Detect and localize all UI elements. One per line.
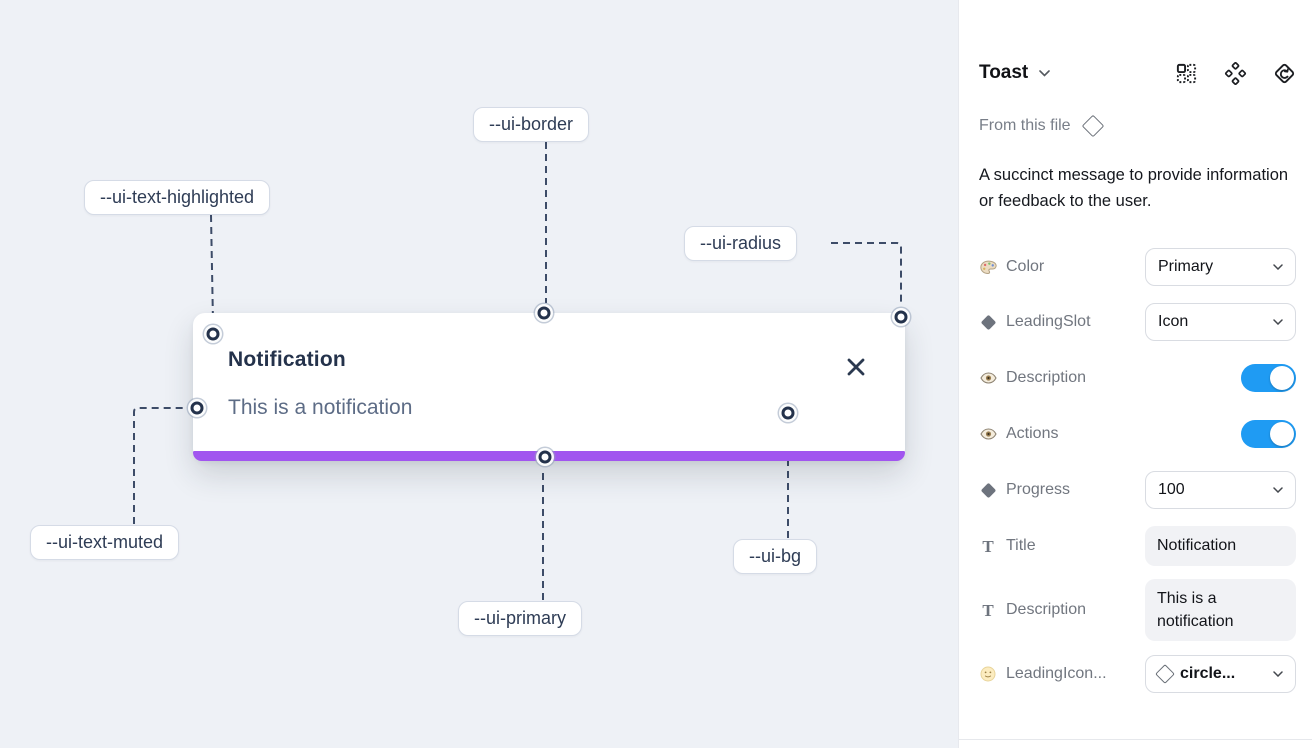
design-canvas[interactable]: Notification This is a notification --ui… bbox=[0, 0, 958, 748]
prop-label-text: Actions bbox=[1006, 425, 1059, 442]
swap-history-icon[interactable] bbox=[1273, 62, 1296, 85]
smiley-icon bbox=[979, 666, 997, 682]
prop-row-leadingslot: LeadingSlot Icon bbox=[979, 303, 1296, 341]
component-description: A succinct message to provide informatio… bbox=[979, 166, 1289, 211]
eye-icon bbox=[979, 372, 997, 384]
toast-component[interactable]: Notification This is a notification bbox=[193, 313, 905, 461]
component-icon[interactable] bbox=[1224, 61, 1247, 85]
actions-toggle[interactable] bbox=[1241, 420, 1296, 448]
toggle-knob bbox=[1270, 366, 1294, 390]
prop-label-text: LeadingSlot bbox=[1006, 313, 1091, 330]
prop-label-text: Description bbox=[1006, 601, 1087, 618]
eye-icon bbox=[979, 428, 997, 440]
prop-row-color: Color Primary bbox=[979, 248, 1296, 286]
token-pill-ui-text-highlighted[interactable]: --ui-text-highlighted bbox=[84, 180, 271, 215]
connector-point-radius[interactable] bbox=[894, 310, 908, 324]
diamond-icon bbox=[979, 482, 997, 498]
chevron-down-icon bbox=[1273, 487, 1283, 493]
toast-title: Notification bbox=[228, 348, 346, 371]
select-value: 100 bbox=[1158, 481, 1185, 498]
toggle-knob bbox=[1270, 422, 1294, 446]
close-icon[interactable] bbox=[845, 356, 867, 378]
connector-ui-text-muted bbox=[133, 407, 186, 524]
source-row: From this file bbox=[979, 114, 1104, 138]
prop-row-description-toggle: Description bbox=[979, 359, 1296, 397]
prop-label-text: LeadingIcon... bbox=[1006, 665, 1107, 682]
diamond-icon[interactable] bbox=[1081, 114, 1104, 138]
palette-icon bbox=[979, 260, 997, 275]
prop-row-leadingicon: LeadingIcon... circle... bbox=[979, 655, 1296, 693]
select-value: circle... bbox=[1180, 665, 1236, 682]
source-label: From this file bbox=[979, 117, 1071, 134]
instance-grid-icon[interactable] bbox=[1175, 62, 1198, 85]
connector-lines bbox=[133, 142, 902, 600]
select-value: Icon bbox=[1158, 313, 1189, 330]
properties-panel: Toast bbox=[958, 0, 1312, 748]
description-toggle[interactable] bbox=[1241, 364, 1296, 392]
prop-label-text: Color bbox=[1006, 258, 1045, 275]
diamond-icon bbox=[979, 314, 997, 330]
panel-header: Toast bbox=[979, 58, 1296, 88]
component-name: Toast bbox=[979, 62, 1029, 83]
token-pill-ui-radius[interactable]: --ui-radius bbox=[684, 226, 798, 261]
prop-row-progress: Progress 100 bbox=[979, 471, 1296, 509]
text-icon: T bbox=[982, 536, 994, 556]
title-field[interactable]: Notification bbox=[1145, 526, 1296, 566]
token-pill-ui-primary[interactable]: --ui-primary bbox=[458, 601, 582, 636]
token-pill-ui-text-muted[interactable]: --ui-text-muted bbox=[30, 525, 180, 560]
diamond-icon bbox=[1155, 664, 1175, 684]
leadingslot-select[interactable]: Icon bbox=[1145, 303, 1296, 341]
connector-ui-text-highlighted bbox=[210, 214, 214, 323]
color-select[interactable]: Primary bbox=[1145, 248, 1296, 286]
prop-label-text: Progress bbox=[1006, 481, 1071, 498]
connector-ui-radius bbox=[831, 242, 902, 306]
prop-row-actions-toggle: Actions bbox=[979, 415, 1296, 453]
prop-label-text: Description bbox=[1006, 369, 1087, 386]
progress-select[interactable]: 100 bbox=[1145, 471, 1296, 509]
component-switcher[interactable]: Toast bbox=[979, 62, 1051, 84]
description-field[interactable]: This is a notification bbox=[1145, 578, 1296, 642]
panel-divider bbox=[959, 739, 1312, 740]
leadingicon-select[interactable]: circle... bbox=[1145, 655, 1296, 693]
chevron-down-icon bbox=[1039, 69, 1051, 77]
prop-row-title: T Title Notification bbox=[979, 526, 1296, 566]
select-value: Primary bbox=[1158, 258, 1214, 275]
connector-point-border[interactable] bbox=[537, 306, 551, 320]
chevron-down-icon bbox=[1273, 319, 1283, 325]
prop-label-text: Title bbox=[1006, 537, 1036, 554]
token-pill-ui-bg[interactable]: --ui-bg bbox=[733, 539, 818, 574]
chevron-down-icon bbox=[1273, 671, 1283, 677]
connector-point-text-highlighted[interactable] bbox=[206, 327, 220, 341]
prop-row-description-text: T Description This is a notification bbox=[979, 578, 1296, 642]
chevron-down-icon bbox=[1273, 264, 1283, 270]
token-pill-ui-border[interactable]: --ui-border bbox=[473, 107, 590, 142]
connector-point-primary[interactable] bbox=[538, 450, 552, 464]
connector-point-text-muted[interactable] bbox=[190, 401, 204, 415]
toast-description: This is a notification bbox=[228, 396, 413, 419]
text-icon: T bbox=[982, 600, 994, 620]
property-list: Color Primary LeadingSlot Icon bbox=[979, 248, 1296, 693]
connector-point-bg[interactable] bbox=[781, 406, 795, 420]
